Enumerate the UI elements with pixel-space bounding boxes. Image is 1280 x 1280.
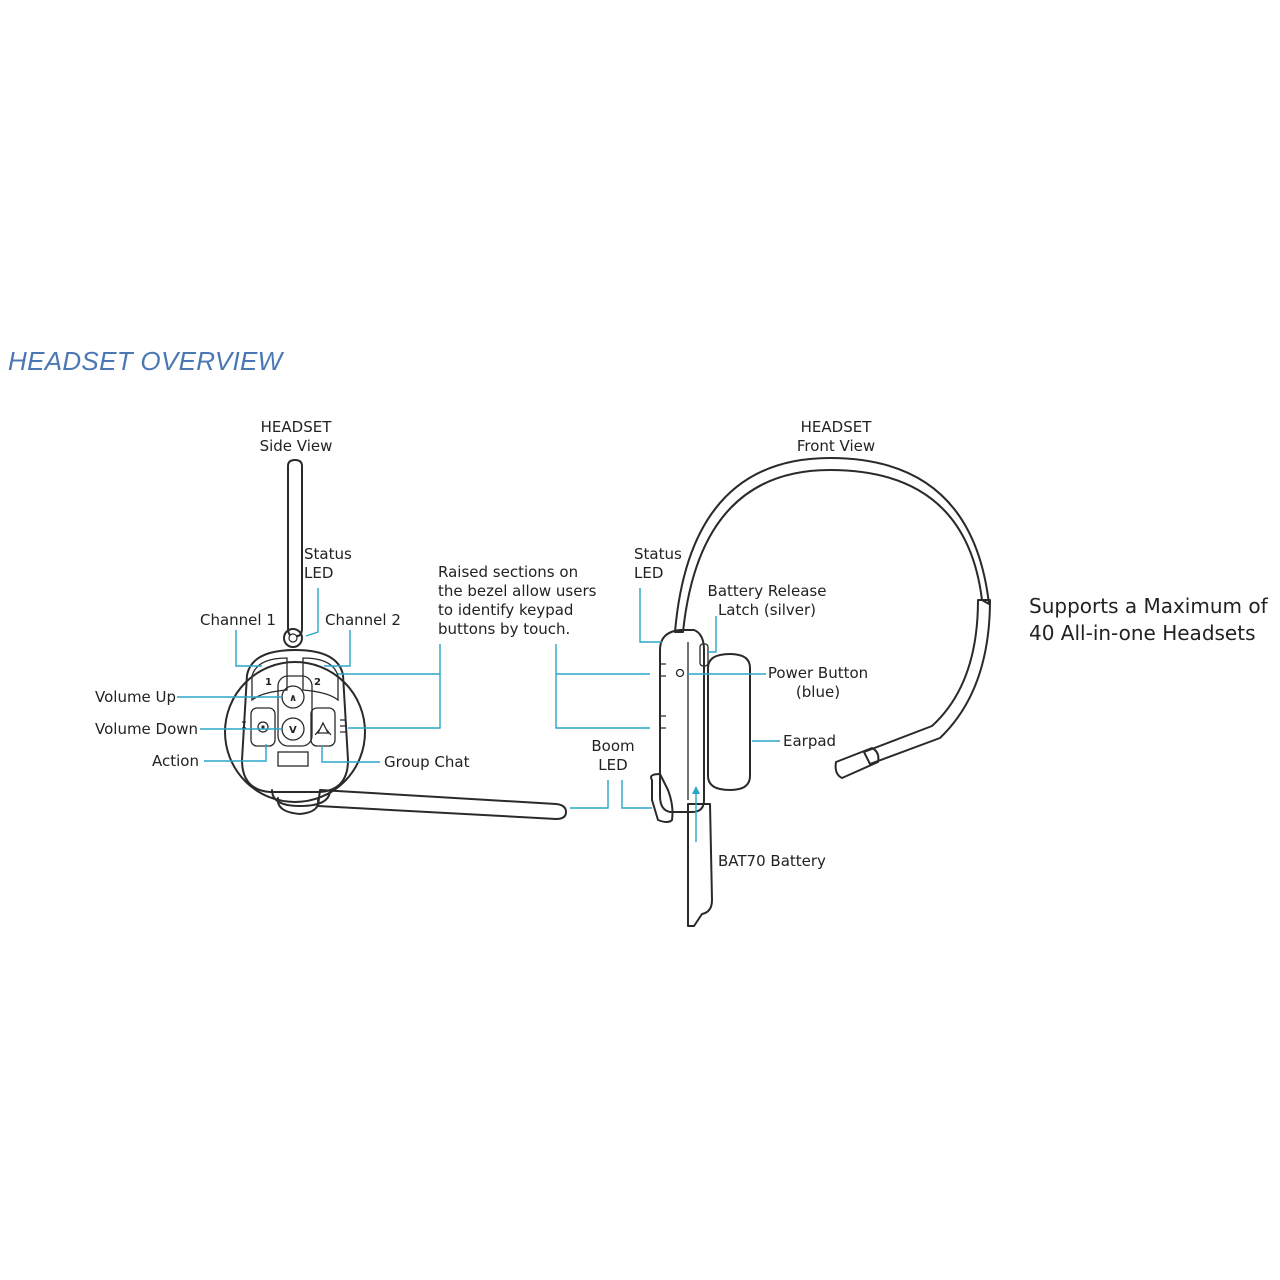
front-view-heading-line2: Front View	[796, 437, 876, 455]
side-status-led-label: Status LED	[304, 545, 352, 583]
channel-1-label: Channel 1	[200, 611, 276, 629]
bezel-note-line3: to identify keypad	[438, 601, 574, 619]
boom-led-line1: Boom	[591, 737, 635, 755]
bat70-battery	[687, 803, 713, 927]
side-status-led-line2: LED	[304, 564, 334, 582]
front-view-headset-illustration	[650, 457, 991, 927]
display-window	[277, 751, 309, 767]
side-view-heading-line1: HEADSET	[260, 418, 332, 436]
callout-channel-2	[324, 630, 351, 667]
battery-latch-line1: Battery Release	[707, 582, 827, 600]
capacity-note: Supports a Maximum of 40 All-in-one Head…	[1029, 593, 1268, 647]
status-led-ring	[283, 628, 303, 648]
side-view-headset-illustration: 1 2 ∧ V	[224, 459, 567, 820]
callout-action	[204, 744, 267, 762]
callout-channel-1	[235, 630, 262, 667]
bezel-note-line1: Raised sections on	[438, 563, 579, 581]
volume-down-label: Volume Down	[95, 720, 199, 738]
volume-down-key-label: V	[289, 725, 297, 736]
front-status-led-line2: LED	[634, 564, 664, 582]
earpad-label: Earpad	[783, 732, 837, 750]
boom-led-line2: LED	[598, 756, 628, 774]
capacity-note-line1: Supports a Maximum of	[1029, 594, 1268, 618]
channel-2-key-label: 2	[314, 677, 321, 688]
earcup-housing	[659, 629, 705, 813]
earpad	[707, 653, 751, 791]
side-view-heading: HEADSET Side View	[246, 418, 346, 456]
status-led	[288, 633, 298, 643]
action-label: Action	[152, 752, 199, 770]
callout-front-status-led	[639, 588, 662, 643]
battery-arrow-icon	[692, 786, 700, 794]
front-bezel-ridges	[660, 663, 666, 729]
action-key	[250, 707, 276, 747]
front-view-heading: HEADSET Front View	[786, 418, 886, 456]
power-button-label: Power Button (blue)	[764, 664, 872, 702]
power-button-line1: Power Button	[767, 664, 869, 682]
battery-latch-line2: Latch (silver)	[717, 601, 817, 619]
battery-release-latch	[699, 643, 709, 667]
callout-boom-led-front	[621, 780, 652, 809]
callout-battery-latch	[708, 616, 717, 653]
volume-up-key-label: ∧	[289, 693, 297, 704]
callout-group-chat	[321, 746, 380, 763]
keypad-bezel	[241, 649, 349, 793]
group-chat-label: Group Chat	[384, 753, 470, 771]
group-chat-key	[310, 707, 336, 747]
callout-status-led	[305, 588, 319, 637]
capacity-note-line2: 40 All-in-one Headsets	[1029, 621, 1256, 645]
earcup-outer	[224, 661, 366, 803]
antenna	[287, 459, 303, 637]
page-title: HEADSET OVERVIEW	[8, 346, 283, 376]
power-button	[675, 668, 685, 678]
bezel-ridges-right	[340, 719, 346, 733]
action-icon-dot	[261, 725, 265, 729]
volume-up-label: Volume Up	[95, 688, 177, 706]
side-view-callouts	[177, 588, 441, 763]
boom-pivot	[271, 789, 331, 807]
group-chat-icon	[314, 721, 332, 736]
boom-led-label: Boom LED	[588, 737, 638, 775]
side-view-heading-line2: Side View	[259, 437, 333, 455]
front-mic-end	[834, 747, 880, 779]
callout-boom-led-side	[570, 780, 609, 809]
front-status-led-line1: Status	[634, 545, 682, 563]
boom-base	[276, 797, 320, 815]
bezel-note: Raised sections on the bezel allow users…	[438, 563, 596, 639]
front-view-heading-line1: HEADSET	[800, 418, 872, 436]
bezel-note-line2: the bezel allow users	[438, 582, 597, 600]
channel-1-key-label: 1	[265, 677, 272, 688]
front-view-callouts	[555, 588, 780, 842]
action-icon	[257, 721, 269, 733]
bezel-ridges-left	[242, 721, 246, 729]
headband-arm	[863, 599, 991, 765]
front-status-led-label: Status LED	[634, 545, 682, 583]
bezel-note-line4: buttons by touch.	[438, 620, 571, 638]
battery-label: BAT70 Battery	[718, 852, 826, 870]
side-status-led-line1: Status	[304, 545, 352, 563]
channel-2-label: Channel 2	[325, 611, 401, 629]
callout-front-bezel-lower	[555, 644, 650, 729]
boom-arm	[317, 789, 567, 820]
battery-latch-label: Battery Release Latch (silver)	[706, 582, 828, 620]
front-boom	[650, 773, 674, 823]
power-button-line2: (blue)	[795, 683, 841, 701]
callout-bezel-lower	[348, 644, 441, 729]
